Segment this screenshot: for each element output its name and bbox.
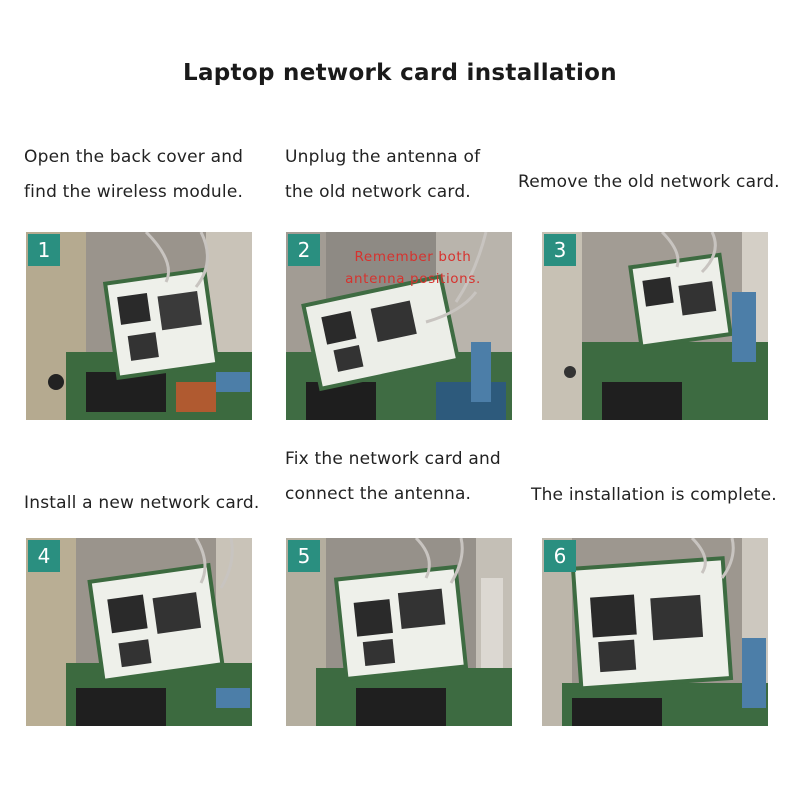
step-1-caption: Open the back cover and find the wireles… — [24, 140, 243, 210]
step-1-caption-line-1: Open the back cover and — [24, 147, 244, 167]
step-1-photo: 1 — [26, 232, 252, 420]
step-4-photo: 4 — [26, 538, 252, 726]
laptop-board-image — [26, 538, 252, 726]
step-2-note-line-1: Remember both — [354, 249, 472, 265]
step-5-caption-line-1: Fix the network card and — [285, 449, 501, 469]
page-title: Laptop network card installation — [183, 60, 617, 86]
step-5-badge: 5 — [288, 540, 320, 572]
step-1-caption-line-2: find the wireless module. — [24, 182, 244, 202]
step-2-caption-line-1: Unplug the antenna of — [285, 147, 481, 167]
step-3-caption: Remove the old network card. — [518, 165, 780, 200]
step-6-badge: 6 — [544, 540, 576, 572]
step-5-caption-line-2: connect the antenna. — [285, 484, 472, 504]
laptop-board-image — [286, 538, 512, 726]
step-4-badge: 4 — [28, 540, 60, 572]
step-5-photo: 5 — [286, 538, 512, 726]
step-6-caption-line-1: The installation is complete. — [531, 485, 777, 505]
step-2-photo: 2 Remember both antenna positions. — [286, 232, 512, 420]
step-1-badge: 1 — [28, 234, 60, 266]
step-2-badge: 2 — [288, 234, 320, 266]
step-5-caption: Fix the network card and connect the ant… — [285, 442, 501, 512]
step-2-caption-line-2: the old network card. — [285, 182, 471, 202]
step-3-caption-line-1: Remove the old network card. — [518, 172, 780, 192]
step-3-photo: 3 — [542, 232, 768, 420]
step-3-badge: 3 — [544, 234, 576, 266]
step-4-caption: Install a new network card. — [24, 486, 259, 521]
step-4-caption-line-1: Install a new network card. — [24, 493, 260, 513]
step-6-caption: The installation is complete. — [531, 478, 777, 513]
step-2-caption: Unplug the antenna of the old network ca… — [285, 140, 480, 210]
step-2-note-line-2: antenna positions. — [345, 271, 481, 287]
laptop-board-image — [286, 232, 512, 420]
laptop-board-image — [542, 232, 768, 420]
step-2-note: Remember both antenna positions. — [328, 246, 498, 290]
step-6-photo: 6 — [542, 538, 768, 726]
laptop-board-image — [542, 538, 768, 726]
laptop-board-image — [26, 232, 252, 420]
